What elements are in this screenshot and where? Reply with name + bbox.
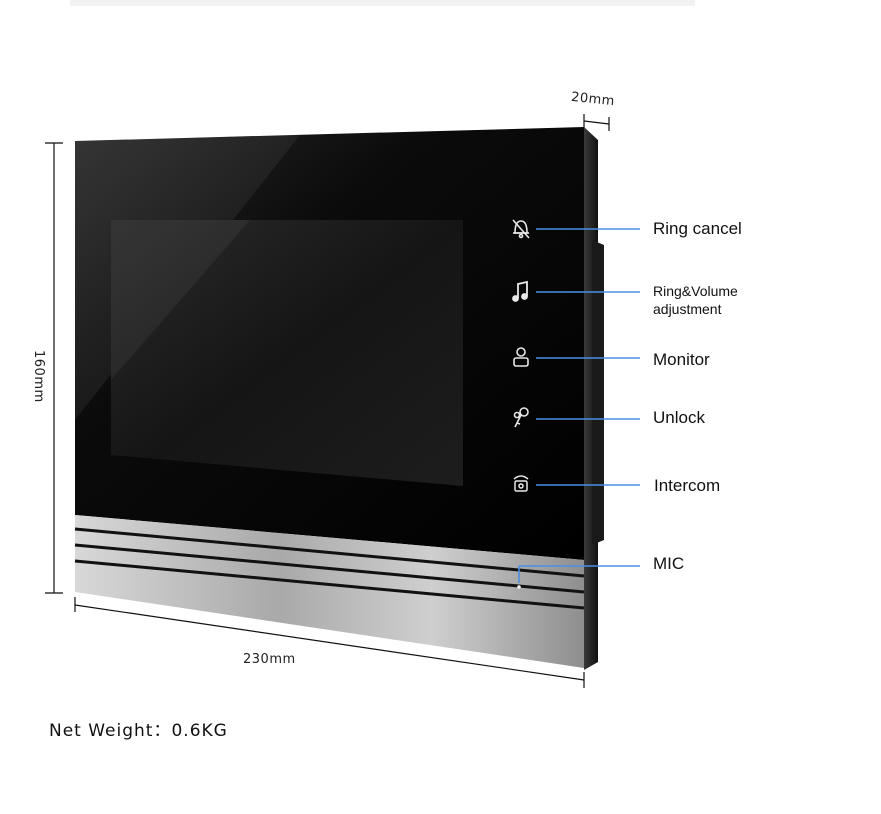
dimension-width-label: 230mm [243,652,296,667]
label-ring-volume-line1: Ring&Volume [653,283,738,299]
label-ring-volume-line2: adjustment [653,301,722,317]
label-intercom: Intercom [654,476,721,495]
monitor-side-buttons [592,240,604,545]
lcd-screen [111,220,463,486]
dimension-lines [45,114,610,688]
label-monitor: Monitor [653,350,710,369]
label-ring-volume: Ring&Volume adjustment [653,282,738,318]
leader-lines [518,228,640,583]
grille-slots [74,527,585,610]
top-shadow-strip [70,0,695,6]
music-note-icon [512,280,528,302]
screen-reflection [111,220,250,380]
aluminum-strip [75,515,584,668]
label-mic: MIC [653,554,685,573]
dimension-height-label: 160mm [31,350,46,403]
bell-slash-icon [512,219,530,239]
phone-lock-icon [513,475,529,492]
mic-hole-icon [517,585,521,589]
net-weight: Net Weight：0.6KG [49,721,228,741]
person-monitor-icon [513,347,529,367]
keys-icon [513,407,529,428]
label-ring-cancel: Ring cancel [653,219,742,238]
label-unlock: Unlock [653,408,705,427]
